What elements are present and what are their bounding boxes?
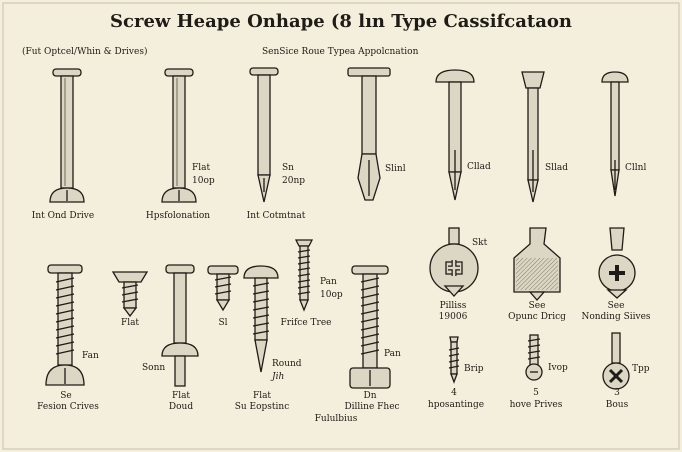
label-pilliss: Pilliss: [439, 301, 467, 311]
screw-flat-small: [111, 271, 149, 318]
screw-cllad: [435, 69, 475, 201]
label-sn-side: Sn: [282, 163, 294, 173]
label-fululbius: Fululbius: [314, 414, 358, 424]
screw-round-jih: [243, 265, 279, 373]
label-20np-side: 20np: [282, 176, 306, 186]
label-hposantinge: hposantinge: [427, 400, 485, 410]
label-round: Round: [272, 359, 302, 369]
screw-flat-doud: [161, 264, 199, 387]
label-slinl: Slinl: [385, 164, 406, 174]
label-cllad: Cllad: [467, 162, 491, 172]
label-fan-side: Fan: [82, 351, 99, 361]
page-title: Screw Heape Onhape (8 lın Type Cassifcat…: [110, 11, 572, 32]
label-see-nonding: See: [607, 301, 625, 311]
label-dn: Dn: [363, 391, 377, 401]
label-flat-side: Flat: [192, 163, 211, 173]
label-19006: 19006: [438, 312, 468, 322]
label-su-eopstinc: Su Eopstinc: [234, 402, 290, 412]
screw-phillips-head: [429, 227, 479, 297]
label-sonn: Sonn: [142, 363, 166, 373]
screw-pan-10op: [294, 239, 314, 312]
label-int-cotmtnat: Int Cotmtnat: [246, 211, 306, 221]
screw-brip: [448, 336, 460, 384]
screw-sl: [207, 265, 239, 312]
label-int-ond-drive: Int Ond Drive: [31, 211, 95, 221]
label-flat-doud: Flat: [171, 391, 191, 401]
label-flat-small: Flat: [120, 318, 140, 328]
label-bous: Bous: [605, 400, 629, 410]
label-skt: Skt: [472, 238, 488, 248]
label-hpsfolonation: Hpsfolonation: [145, 211, 211, 221]
subtitle-center: SenSice Roue Typea Appolcnation: [262, 47, 419, 57]
screw-tpp: [602, 332, 630, 390]
label-flat-eopstinc: Flat: [252, 391, 272, 401]
label-tpp: Tpp: [632, 364, 650, 374]
label-5: 5: [533, 388, 539, 398]
screw-sn-20np: [249, 67, 279, 203]
label-frifce-tree: Frifce Tree: [280, 318, 332, 328]
screw-slinl: [347, 67, 391, 201]
label-doud: Doud: [168, 402, 194, 412]
label-10op-pan: 10op: [320, 290, 343, 300]
screw-fesion-crives: [45, 264, 85, 386]
label-brip: Brip: [464, 364, 484, 374]
label-10op-side: 10op: [192, 176, 215, 186]
screw-opunc-dricg: [513, 227, 561, 301]
label-fesion-crives: Fesion Crives: [37, 402, 99, 412]
screw-cllnl: [601, 71, 629, 197]
label-3: 3: [614, 388, 620, 398]
screw-int-ond-drive: [49, 68, 85, 203]
label-ivop: Ivop: [548, 363, 568, 373]
screw-flat-head: [161, 68, 197, 203]
label-hove-prives: hove Prives: [509, 400, 563, 410]
label-pan-right: Pan: [384, 349, 401, 359]
label-se: Se: [60, 391, 72, 401]
label-4: 4: [451, 388, 457, 398]
label-nonding-siives: Nonding Siives: [581, 312, 651, 322]
label-pan-side: Pan: [320, 277, 337, 287]
label-see-opunc: See: [528, 301, 546, 311]
screw-pan-dn: [349, 265, 391, 389]
label-dilline-fhec: Dilline Fhec: [344, 402, 400, 412]
label-cllnl: Cllnl: [625, 163, 647, 173]
screw-sllad: [521, 71, 545, 203]
label-sl: Sl: [218, 318, 228, 328]
label-sllad: Sllad: [545, 163, 569, 173]
label-jih: Jih: [272, 372, 285, 382]
subtitle-left: (Fut Optcel/Whin & Drives): [22, 47, 148, 57]
label-opunc-dricg: Opunc Dricg: [508, 312, 566, 322]
screw-nonding-siives: [598, 227, 636, 299]
screw-ivop: [525, 334, 543, 381]
